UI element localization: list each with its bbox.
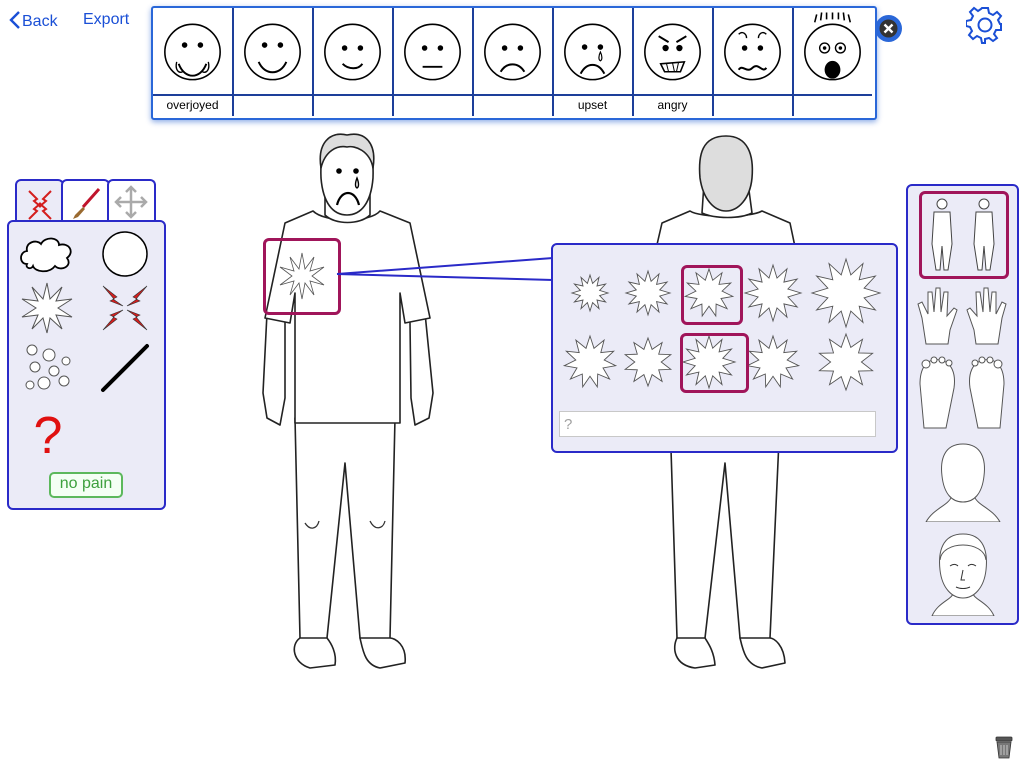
face-view[interactable] bbox=[922, 530, 1004, 616]
selected-star-bottom bbox=[680, 333, 749, 393]
starburst-option[interactable] bbox=[622, 336, 674, 388]
back-button[interactable]: Back bbox=[8, 11, 58, 31]
gear-icon[interactable] bbox=[966, 6, 1004, 44]
starburst-option[interactable] bbox=[743, 263, 803, 323]
starburst-option[interactable] bbox=[745, 334, 801, 390]
face-label-9[interactable] bbox=[793, 94, 872, 116]
face-label-5[interactable] bbox=[473, 94, 554, 116]
happy-face-icon bbox=[244, 23, 301, 81]
starburst-marker-icon bbox=[279, 252, 325, 300]
neutral-face-icon bbox=[404, 23, 461, 81]
no-pain-button[interactable]: no pain bbox=[49, 472, 123, 498]
back-label: Back bbox=[22, 13, 58, 30]
trash-icon[interactable] bbox=[992, 734, 1016, 760]
overjoyed-face-icon bbox=[164, 23, 221, 81]
lightning-icon bbox=[28, 190, 52, 220]
cloud-shape-tool[interactable] bbox=[19, 234, 75, 274]
sad-face-icon bbox=[484, 23, 541, 81]
chevron-left-icon bbox=[9, 11, 20, 29]
body-front-figure[interactable] bbox=[255, 133, 445, 678]
full-body-view[interactable] bbox=[919, 191, 1009, 279]
starburst-option[interactable] bbox=[816, 332, 876, 392]
face-label-4[interactable] bbox=[393, 94, 474, 116]
selected-pain-marker[interactable] bbox=[263, 238, 341, 315]
starburst-option[interactable] bbox=[570, 273, 610, 313]
starburst-option[interactable] bbox=[624, 269, 672, 317]
face-option-1[interactable] bbox=[153, 8, 234, 94]
zoom-connector bbox=[336, 257, 554, 281]
crying-face-icon bbox=[564, 23, 621, 81]
face-label-8[interactable] bbox=[713, 94, 794, 116]
face-option-8[interactable] bbox=[713, 8, 794, 94]
face-label-3[interactable] bbox=[313, 94, 394, 116]
export-label: Export bbox=[83, 11, 130, 28]
content-face-icon bbox=[324, 23, 381, 81]
question-mark-tool[interactable]: ? bbox=[33, 407, 63, 465]
full-body-thumbnail-icon bbox=[931, 198, 995, 271]
face-label-7[interactable]: angry bbox=[633, 94, 714, 116]
worried-face-icon bbox=[724, 23, 781, 81]
face-option-6[interactable] bbox=[553, 8, 634, 94]
starburst-option[interactable] bbox=[683, 267, 735, 319]
pain-tool-tab[interactable] bbox=[15, 179, 64, 223]
terrified-face-icon bbox=[804, 12, 861, 81]
line-shape-tool[interactable] bbox=[99, 342, 151, 394]
move-tool-tab[interactable] bbox=[107, 179, 156, 223]
close-faces-button[interactable] bbox=[875, 15, 902, 42]
head-back-view[interactable] bbox=[920, 440, 1006, 522]
starburst-shape-tool[interactable] bbox=[20, 281, 74, 335]
starburst-option[interactable] bbox=[810, 257, 882, 329]
selected-star-top bbox=[681, 265, 743, 325]
bubbles-shape-tool[interactable] bbox=[22, 343, 74, 395]
pain-description-input[interactable]: ? bbox=[559, 411, 876, 437]
face-label-2[interactable] bbox=[233, 94, 314, 116]
feet-view[interactable] bbox=[916, 354, 1008, 430]
brush-tool-tab[interactable] bbox=[61, 179, 110, 223]
face-option-3[interactable] bbox=[313, 8, 394, 94]
circle-shape-tool[interactable] bbox=[101, 230, 149, 278]
close-icon bbox=[879, 19, 898, 38]
angry-face-icon bbox=[644, 23, 701, 81]
face-label-1[interactable]: overjoyed bbox=[153, 94, 234, 116]
hands-view[interactable] bbox=[916, 286, 1008, 348]
move-arrows-icon bbox=[114, 185, 148, 219]
lightning-pain-tool[interactable] bbox=[99, 282, 151, 334]
face-label-6[interactable]: upset bbox=[553, 94, 634, 116]
face-option-2[interactable] bbox=[233, 8, 314, 94]
face-option-7[interactable] bbox=[633, 8, 714, 94]
starburst-option[interactable] bbox=[681, 334, 737, 390]
paintbrush-icon bbox=[73, 188, 101, 219]
starburst-option[interactable] bbox=[562, 334, 618, 390]
export-button[interactable]: Export bbox=[83, 11, 129, 29]
face-option-5[interactable] bbox=[473, 8, 554, 94]
face-option-9[interactable] bbox=[793, 8, 872, 94]
face-option-4[interactable] bbox=[393, 8, 474, 94]
